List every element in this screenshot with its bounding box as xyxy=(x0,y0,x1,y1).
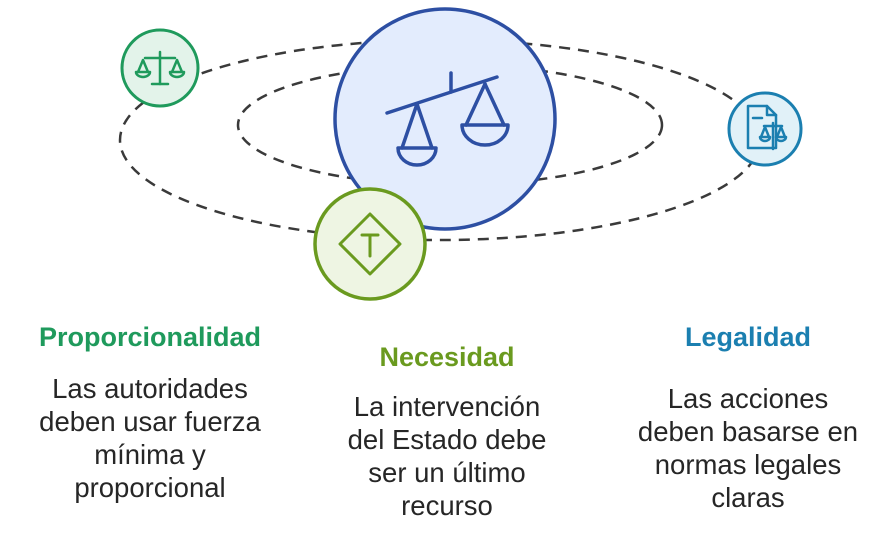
necesidad-title: Necesidad xyxy=(379,342,515,372)
necesidad-line-2: del Estado debe xyxy=(347,424,547,455)
center-circle xyxy=(333,7,557,231)
center-node xyxy=(333,7,557,231)
proporcionalidad-node xyxy=(120,28,200,108)
balance-scale-icon xyxy=(134,50,186,86)
necesidad-node xyxy=(313,187,427,301)
proporcionalidad-column: Proporcionalidad Las autoridades deben u… xyxy=(6,320,294,504)
proporcionalidad-line-3: mínima y xyxy=(94,439,206,470)
proporcionalidad-line-4: proporcional xyxy=(74,472,226,503)
legalidad-title: Legalidad xyxy=(684,322,812,352)
proporcionalidad-line-2: deben usar fuerza xyxy=(39,406,261,437)
balance-scale-icon xyxy=(385,71,510,167)
necesidad-line-1: La intervención xyxy=(353,391,541,422)
legalidad-line-1: Las acciones xyxy=(667,383,829,414)
legalidad-line-2: deben basarse en xyxy=(637,416,859,447)
proporcionalidad-description: Las autoridades deben usar fuerza mínima… xyxy=(6,372,294,504)
proporcionalidad-title: Proporcionalidad xyxy=(38,322,262,352)
necesidad-line-4: recurso xyxy=(401,490,493,521)
proporcionalidad-line-1: Las autoridades xyxy=(52,373,248,404)
legalidad-line-3: normas legales xyxy=(654,449,842,480)
necesidad-line-3: ser un último xyxy=(368,457,526,488)
legalidad-column: Legalidad Las acciones deben basarse en … xyxy=(614,320,882,514)
legal-document-scale-icon xyxy=(746,104,788,151)
legalidad-description: Las acciones deben basarse en normas leg… xyxy=(614,382,882,514)
necesidad-column: Necesidad La intervención del Estado deb… xyxy=(312,340,582,522)
legalidad-line-4: claras xyxy=(711,482,785,513)
legalidad-node xyxy=(727,91,803,167)
necesidad-description: La intervención del Estado debe ser un ú… xyxy=(312,390,582,522)
diamond-t-sign-icon xyxy=(338,212,402,276)
